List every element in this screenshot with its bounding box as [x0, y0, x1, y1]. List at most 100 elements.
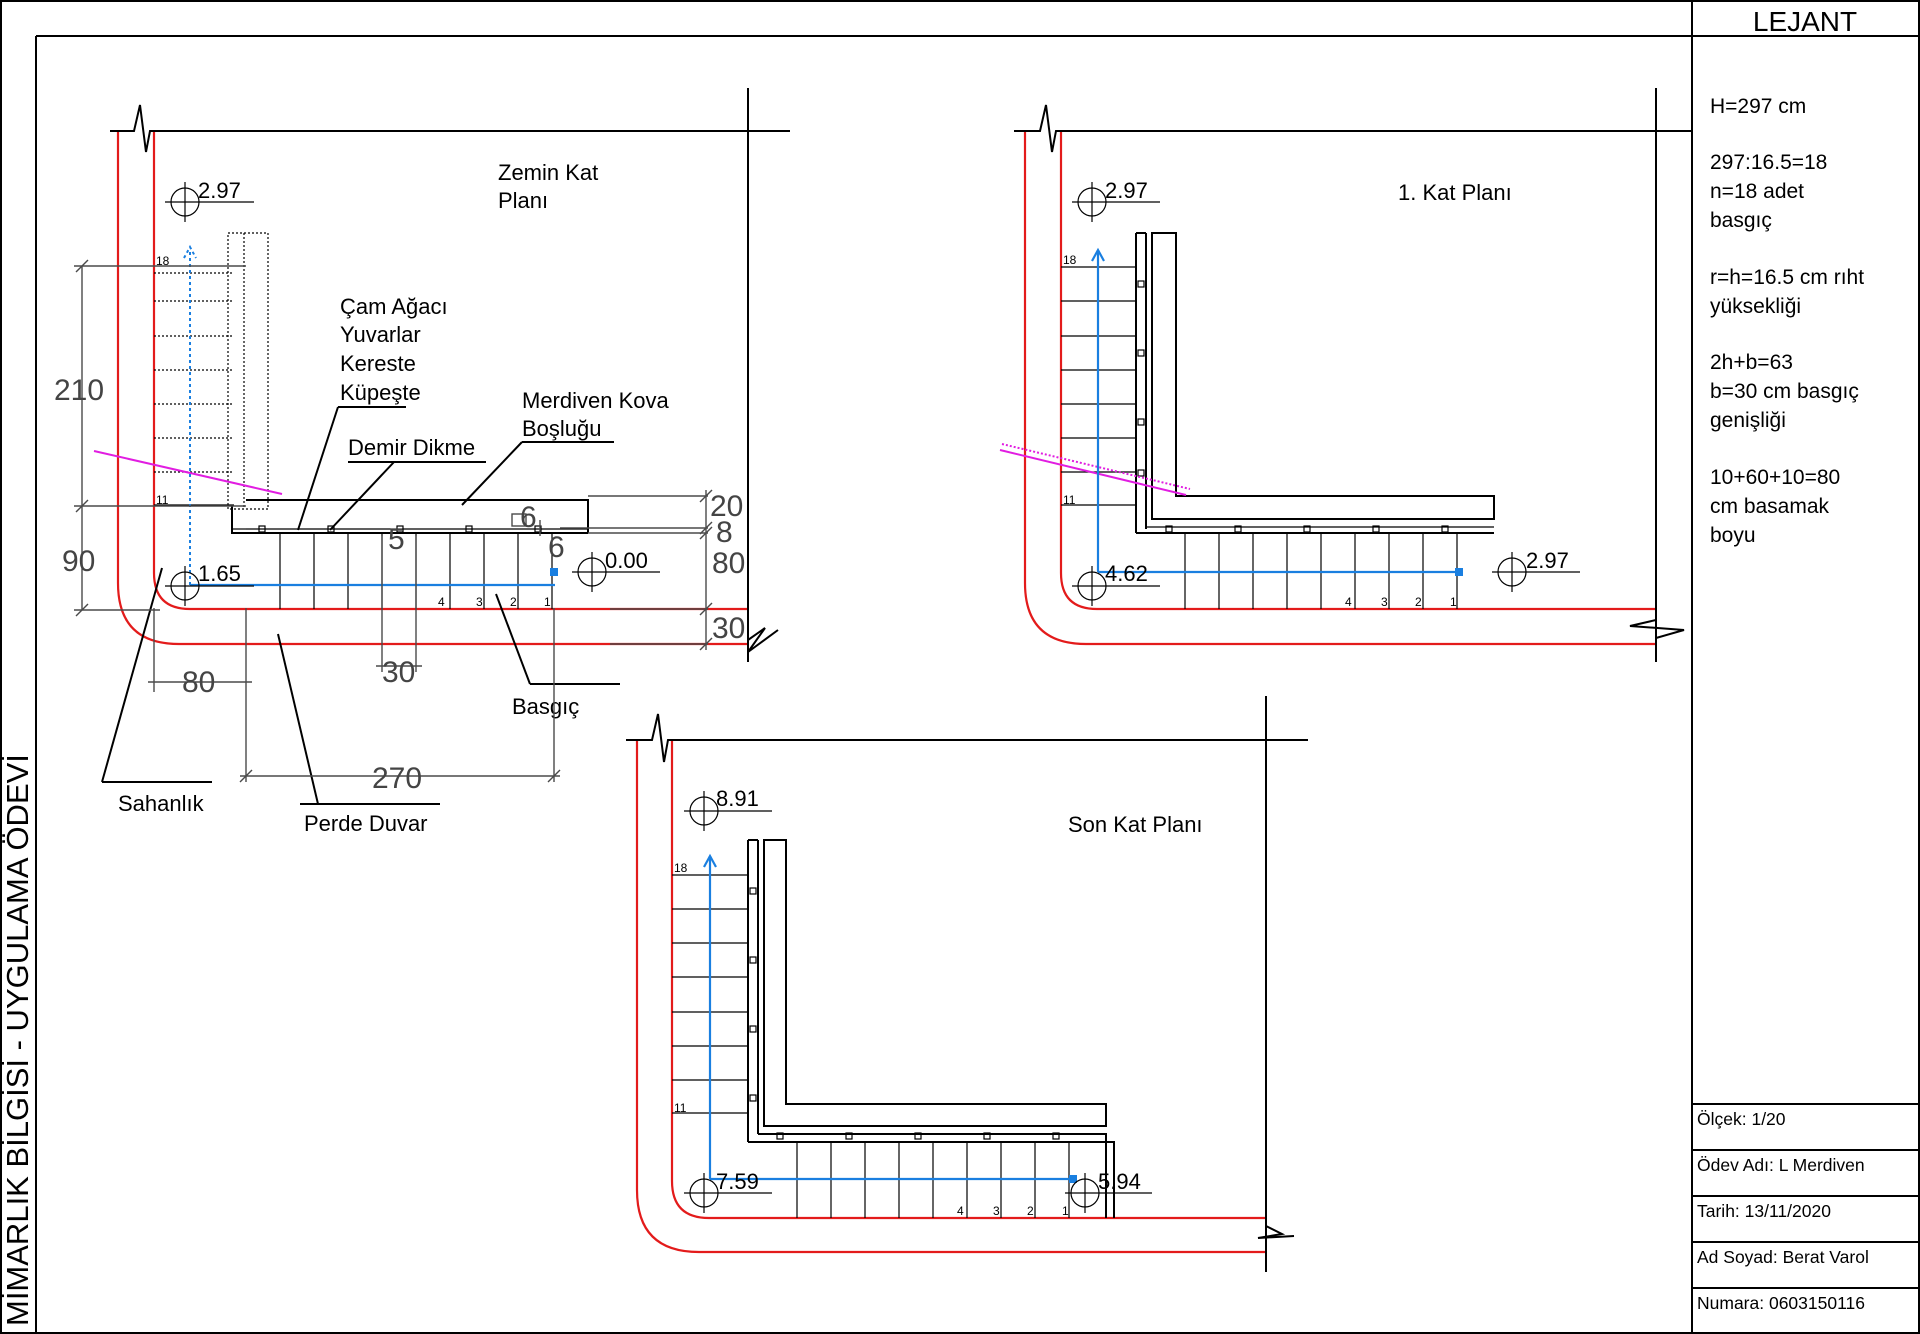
walk-end-marker [1069, 1175, 1077, 1183]
step-number: 2 [510, 595, 517, 609]
legend-line: H=297 cm [1710, 95, 1806, 118]
plan-title: Planı [498, 188, 548, 213]
level-floor-value: 5.94 [1098, 1169, 1141, 1194]
dimension-label: 80 [182, 666, 215, 699]
walk-end-marker [550, 568, 558, 576]
well-label: Merdiven Kova [522, 388, 670, 413]
level-floor-value: 2.97 [1526, 548, 1569, 573]
step-number: 4 [1345, 595, 1352, 609]
level-marker [165, 566, 254, 606]
upper-run [1061, 232, 1495, 533]
scale-field: Ölçek: 1/20 [1697, 1109, 1786, 1129]
lower-run [748, 1132, 1115, 1218]
cut-line [93, 450, 283, 495]
first-floor-plan: 2.97 4.62 2.97 18 11 4 3 2 1 1. Kat Plan… [999, 88, 1692, 662]
level-marker [1065, 1173, 1152, 1213]
legend-line: genişliği [1710, 409, 1786, 432]
legend-line: 297:16.5=18 [1710, 151, 1827, 174]
inner-wall [152, 131, 748, 611]
level-start-value: 1.65 [198, 561, 241, 586]
outer-wall [116, 131, 748, 646]
step-number: 4 [957, 1204, 964, 1218]
plan-title: Zemin Kat [498, 160, 598, 185]
upper-run [154, 232, 269, 510]
title-block: Ölçek: 1/20 Ödev Adı: L Merdiven Tarih: … [1697, 1109, 1869, 1313]
level-top-value: 8.91 [716, 786, 759, 811]
dimension-label: 80 [712, 547, 745, 580]
side-title: MİMARLIK BİLGİSİ - UYGULAMA ÖDEVİ [0, 754, 35, 1326]
dimension-lines [74, 259, 713, 783]
step-number: 1 [1062, 1204, 1069, 1218]
dimension-label: 270 [372, 762, 422, 795]
break-line [626, 713, 1308, 763]
dimension-label: 210 [54, 374, 104, 407]
walk-arrow [1091, 247, 1105, 262]
level-marker [1492, 552, 1580, 592]
well-label: Boşluğu [522, 416, 602, 441]
step-number: 18 [156, 254, 170, 268]
break-line [110, 104, 790, 153]
step-number: 3 [1381, 595, 1388, 609]
step-number: 11 [156, 493, 169, 507]
cut-line [999, 449, 1187, 496]
level-floor-value: 0.00 [605, 548, 648, 573]
inner-wall [670, 740, 1266, 1220]
dimension-label: 8 [716, 516, 733, 549]
step-number: 18 [1063, 253, 1077, 267]
tread-label: Basgıç [512, 694, 579, 719]
handrail-label: Küpeşte [340, 380, 421, 405]
legend-line: boyu [1710, 524, 1756, 547]
legend-line: 10+60+10=80 [1710, 466, 1840, 489]
assignment-field: Ödev Adı: L Merdiven [1697, 1155, 1865, 1175]
step-number: 3 [476, 595, 483, 609]
plan-title: 1. Kat Planı [1398, 180, 1512, 205]
break-line [1014, 104, 1692, 153]
legend-line: r=h=16.5 cm rıht [1710, 266, 1864, 289]
step-number: 2 [1415, 595, 1422, 609]
level-marker [1072, 566, 1160, 606]
handrail-label: Kereste [340, 351, 416, 376]
top-floor-plan: 8.91 7.59 5.94 18 11 4 3 2 1 Son Kat Pla… [626, 696, 1308, 1272]
plan-title: Son Kat Planı [1068, 812, 1203, 837]
step-number: 4 [438, 595, 445, 609]
post-label: Demir Dikme [348, 435, 475, 460]
level-marker [1072, 182, 1160, 222]
level-marker [165, 182, 254, 222]
outer-wall [1023, 131, 1656, 646]
ground-floor-plan: 2.97 1.65 0.00 18 11 4 3 2 1 Zemin Kat P… [54, 88, 790, 836]
cut-line [1001, 443, 1191, 490]
dimension-label: 90 [62, 545, 95, 578]
outer-wall [635, 740, 1266, 1254]
walk-arrow [703, 853, 717, 868]
break-symbol [747, 627, 779, 653]
inner-wall [1059, 131, 1656, 611]
break-symbol [1629, 619, 1685, 639]
handrail-label: Çam Ağacı [340, 294, 448, 319]
wall-label: Perde Duvar [304, 811, 428, 836]
break-symbol [1257, 1225, 1295, 1239]
lower-run [1136, 525, 1494, 609]
handrail-label: Yuvarlar [340, 322, 421, 347]
legend-line: cm basamak [1710, 495, 1830, 518]
dimension-label: 6 [520, 501, 537, 534]
level-top-value: 2.97 [198, 178, 241, 203]
legend-line: yüksekliği [1710, 295, 1801, 318]
landing-label: Sahanlık [118, 791, 205, 816]
legend-line: b=30 cm basgıç [1710, 380, 1859, 403]
dimension-label: 30 [712, 612, 745, 645]
step-number: 1 [544, 595, 551, 609]
legend-text: H=297 cm 297:16.5=18 n=18 adet basgıç r=… [1710, 95, 1864, 547]
walk-end-marker [1455, 568, 1463, 576]
legend-line: 2h+b=63 [1710, 351, 1793, 374]
step-number: 3 [993, 1204, 1000, 1218]
level-top-value: 2.97 [1105, 178, 1148, 203]
name-field: Ad Soyad: Berat Varol [1697, 1247, 1869, 1267]
dimension-label: 6 [548, 531, 565, 564]
level-start-value: 7.59 [716, 1169, 759, 1194]
date-field: Tarih: 13/11/2020 [1697, 1201, 1831, 1221]
legend-title: LEJANT [1753, 6, 1857, 37]
legend-line: n=18 adet [1710, 180, 1804, 203]
dimension-label: 20 [710, 490, 743, 523]
